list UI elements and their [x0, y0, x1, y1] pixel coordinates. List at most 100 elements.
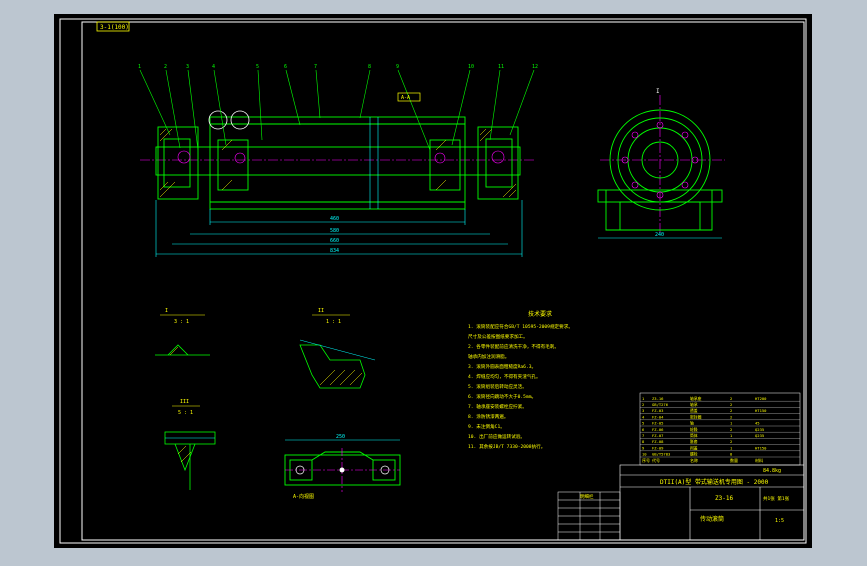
left-bearing-housing [157, 126, 199, 200]
bom-cell: 轮毂 [690, 427, 698, 432]
bom-cell: 45 [755, 421, 760, 426]
bom-cell: 2 [730, 439, 732, 444]
dim-d2: 580 [330, 228, 339, 234]
plan-view-width: 250 [336, 434, 345, 440]
bom-cell: 7 [642, 433, 644, 438]
bom-cell: 6 [642, 427, 645, 432]
bom-header-cell: 名称 [690, 457, 698, 463]
bom-cell: HT150 [755, 408, 767, 413]
balloon-number: 6 [284, 64, 287, 70]
view-label-box [96, 21, 130, 32]
bom-cell: FZ-09 [652, 445, 664, 450]
bom-cell: 4 [642, 414, 645, 419]
bom-cell: 9 [642, 445, 645, 450]
bom-cell: FZ-08 [652, 439, 664, 444]
bom-cell: GB/T5783 [652, 452, 670, 457]
right-hub [429, 139, 461, 191]
balloon-leader [489, 69, 501, 141]
detail-marker-1 [208, 110, 228, 130]
bom-cell: 筒体 [690, 433, 698, 438]
title-mass: 84.8kg [763, 468, 781, 474]
small-table-title: 明细栏 [580, 493, 594, 500]
section-tag: A-A [401, 95, 410, 101]
tech-note-line: 4. 焊缝应均匀，不得有夹渣气孔。 [468, 373, 541, 380]
detail-c: III 5 : 1 [164, 399, 216, 490]
detail-b-title: II [318, 308, 324, 314]
balloon-leader [359, 69, 371, 119]
drum-shell [209, 116, 466, 210]
balloon-number: 7 [314, 64, 317, 70]
balloon-leader [285, 69, 301, 126]
tech-note-line: 2. 各零件装配前应清洗干净，不得有毛刺。 [468, 343, 559, 350]
main-view [140, 116, 535, 210]
title-org: DTII(A)型 带式输送机专用图 - 2000 [660, 478, 769, 486]
detail-a-title: I [165, 308, 168, 314]
title-part-name: 传动滚筒 [700, 515, 724, 523]
balloon-number: 8 [368, 64, 371, 70]
tech-notes-title: 技术要求 [528, 310, 552, 318]
bom-cell: 轴承 [690, 402, 698, 407]
main-dimensions [155, 117, 523, 257]
bom-cell: HT200 [755, 396, 767, 401]
title-sheet: 共1张 第1张 [763, 495, 790, 502]
bom-cell: 3 [642, 408, 644, 413]
bom-cell: 1 [730, 445, 733, 450]
bom-header-cell: 序号 [642, 457, 650, 463]
bom-cell: 胀套 [690, 439, 698, 444]
side-view-label: I [656, 88, 660, 95]
bom-cell: Q235 [755, 433, 764, 438]
balloon-number: 4 [212, 64, 215, 70]
title-drawing-no: Z3-16 [715, 495, 733, 502]
bom-cell: 1 [730, 433, 733, 438]
balloon-number: 3 [186, 64, 189, 70]
tech-note-line: 9. 未注倒角C1。 [468, 423, 505, 430]
dim-d4: 834 [330, 248, 339, 254]
tech-note-line: 10. 出厂前应做运转试验。 [468, 433, 525, 440]
bom-cell: 透盖 [690, 408, 698, 413]
main-hatching [159, 128, 517, 198]
paper-sheet [54, 14, 812, 548]
view-label: 3-1(100) [100, 24, 129, 31]
small-table [557, 491, 621, 541]
detail-marker-2 [230, 110, 250, 130]
bom-header-cell: 代号 [652, 457, 660, 463]
bom-cell: FZ-03 [652, 408, 663, 413]
detail-b-scale: 1 : 1 [326, 319, 341, 325]
title-scale: 1:5 [775, 518, 784, 524]
bom-cell: 1 [730, 421, 733, 426]
bom-cell: 闷盖 [690, 445, 698, 450]
detail-b: II 1 : 1 [299, 308, 376, 389]
inner-frame [81, 21, 805, 541]
balloon-leader [187, 69, 199, 151]
balloon-leader [257, 69, 263, 141]
bom-cell: 1 [642, 396, 645, 401]
bom-cell: 5 [642, 421, 644, 426]
tech-note-line: 1. 滚筒装配应符合GB/T 10595-2009规定要求。 [468, 323, 573, 330]
balloon-leader [315, 69, 321, 119]
detail-c-scale: 5 : 1 [178, 410, 193, 416]
bom-cell: GB/T276 [652, 402, 669, 407]
bom-cell: 密封圈 [690, 414, 702, 419]
plan-view-note: A-向视图 [293, 493, 314, 500]
dim-d3: 660 [330, 238, 339, 244]
bom-cell: 10 [642, 452, 647, 457]
tech-note-line: 8. 涂防锈漆两遍。 [468, 413, 508, 420]
bom-cell: 2 [730, 427, 732, 432]
bom-cell: 2 [730, 396, 732, 401]
balloon-leader [139, 69, 171, 136]
detail-a: I 3 : 1 [155, 308, 210, 356]
tech-note-line: 11. 其余按JB/T 7330-2008执行。 [468, 443, 545, 450]
tech-note-line: 6. 滚筒径向跳动不大于0.5mm。 [468, 393, 536, 400]
bom-cell: Q235 [755, 427, 764, 432]
section-tag-box [397, 92, 421, 102]
detail-c-title: III [180, 399, 189, 405]
balloon-leader [165, 69, 181, 149]
bom-cell: 2 [730, 414, 732, 419]
balloon-number: 12 [532, 64, 538, 70]
balloon-number: 2 [164, 64, 167, 70]
bom-cell: 轴承座 [690, 396, 702, 401]
bom-header-cell: 数量 [730, 457, 738, 463]
bom-header-cell: 材料 [755, 457, 763, 463]
